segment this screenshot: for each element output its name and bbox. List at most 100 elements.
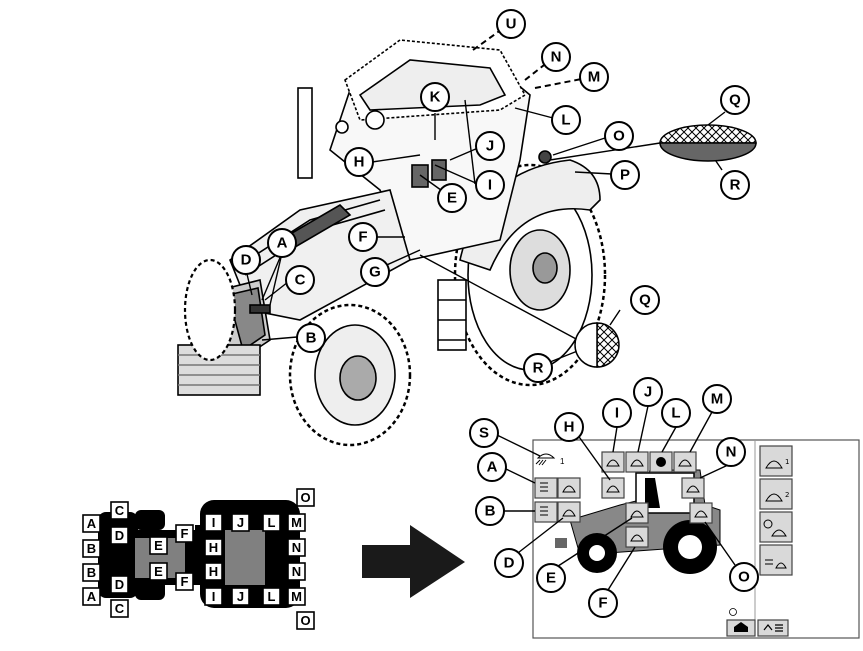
callout-g: G xyxy=(360,257,390,287)
light-button-a2[interactable] xyxy=(557,477,581,499)
menu-button[interactable] xyxy=(757,619,789,637)
svg-text:J: J xyxy=(644,384,652,401)
sidebar-light-1-button[interactable]: 1 xyxy=(759,445,793,477)
light-button-h[interactable] xyxy=(601,477,625,499)
svg-text:J: J xyxy=(486,138,494,155)
map-box-n-bottom: N xyxy=(287,562,306,581)
callout-p: P xyxy=(610,160,640,190)
map-box-f-bottom: F xyxy=(175,572,194,591)
display-callout-l: L xyxy=(661,398,691,428)
svg-text:L: L xyxy=(671,405,680,422)
map-box-j-top: J xyxy=(231,513,250,532)
svg-text:L: L xyxy=(561,112,570,129)
light-position-map: A B B A C D D C E E F F I H H I J J L L … xyxy=(82,488,315,630)
sidebar-light-combo-button[interactable] xyxy=(759,544,793,576)
callout-d: D xyxy=(231,245,261,275)
display-callout-e: E xyxy=(536,563,566,593)
svg-text:1: 1 xyxy=(785,458,789,466)
svg-text:I: I xyxy=(212,515,216,530)
light-button-l[interactable] xyxy=(649,451,673,473)
light-button-n[interactable] xyxy=(681,477,705,499)
map-box-f-top: F xyxy=(175,524,194,543)
svg-text:O: O xyxy=(300,613,310,628)
callout-q-top: Q xyxy=(720,85,750,115)
svg-text:N: N xyxy=(726,444,737,461)
svg-text:K: K xyxy=(430,89,441,106)
sidebar-timer-light-button[interactable] xyxy=(759,511,793,543)
display-callout-a: A xyxy=(477,452,507,482)
light-button-i[interactable] xyxy=(601,451,625,473)
svg-text:H: H xyxy=(354,154,365,171)
sidebar-light-2-button[interactable]: 2 xyxy=(759,478,793,510)
map-box-o-bottom: O xyxy=(296,611,315,630)
svg-text:F: F xyxy=(598,595,607,612)
svg-text:O: O xyxy=(613,128,625,145)
callout-i: I xyxy=(475,170,505,200)
svg-text:H: H xyxy=(209,564,218,579)
map-box-n-top: N xyxy=(287,538,306,557)
map-box-c-top: C xyxy=(110,501,129,520)
map-box-o-top: O xyxy=(296,488,315,507)
light-button-m[interactable] xyxy=(673,451,697,473)
callout-m: M xyxy=(579,62,609,92)
light-button-d[interactable] xyxy=(557,501,581,523)
svg-text:N: N xyxy=(292,564,301,579)
light-button-j[interactable] xyxy=(625,451,649,473)
svg-text:D: D xyxy=(115,528,124,543)
svg-text:A: A xyxy=(487,459,498,476)
svg-text:A: A xyxy=(277,235,288,252)
svg-text:A: A xyxy=(87,516,97,531)
light-button-a[interactable] xyxy=(534,477,558,499)
svg-text:P: P xyxy=(620,167,630,184)
map-box-j-bottom: J xyxy=(231,587,250,606)
svg-text:E: E xyxy=(154,564,163,579)
svg-text:I: I xyxy=(488,177,492,194)
light-button-o[interactable] xyxy=(689,502,713,524)
map-box-d-top: D xyxy=(110,526,129,545)
map-box-c-bottom: C xyxy=(110,599,129,618)
svg-text:D: D xyxy=(504,555,515,572)
svg-text:M: M xyxy=(291,515,302,530)
display-callout-h: H xyxy=(554,412,584,442)
map-box-b-bottom: B xyxy=(82,563,101,582)
svg-text:E: E xyxy=(546,570,556,587)
tractor-illustration xyxy=(177,39,607,447)
map-box-i-top: I xyxy=(204,513,223,532)
display-callout-f: F xyxy=(588,588,618,618)
svg-text:H: H xyxy=(564,419,575,436)
map-box-b-top: B xyxy=(82,539,101,558)
callout-l: L xyxy=(551,105,581,135)
map-box-h-top: H xyxy=(204,538,223,557)
map-box-m-top: M xyxy=(287,513,306,532)
svg-text:U: U xyxy=(506,16,517,33)
map-box-h-bottom: H xyxy=(204,562,223,581)
light-button-b[interactable] xyxy=(534,501,558,523)
svg-text:O: O xyxy=(300,490,310,505)
callout-b: B xyxy=(296,323,326,353)
callout-e: E xyxy=(437,183,467,213)
svg-text:I: I xyxy=(212,589,216,604)
map-box-a-top: A xyxy=(82,514,101,533)
svg-text:C: C xyxy=(115,601,125,616)
display-callout-j: J xyxy=(633,377,663,407)
display-callout-m: M xyxy=(702,384,732,414)
callout-c: C xyxy=(285,265,315,295)
home-button[interactable] xyxy=(726,619,756,637)
light-button-f[interactable] xyxy=(625,526,649,548)
callout-f: F xyxy=(348,222,378,252)
svg-text:I: I xyxy=(615,405,619,422)
svg-text:Q: Q xyxy=(639,292,651,309)
svg-text:M: M xyxy=(291,589,302,604)
hazard-circle-lower xyxy=(574,322,620,368)
callout-r-lower: R xyxy=(523,353,553,383)
svg-text:Q: Q xyxy=(729,92,741,109)
svg-text:M: M xyxy=(588,69,601,86)
callout-a: A xyxy=(267,228,297,258)
svg-text:R: R xyxy=(730,177,741,194)
callout-u: U xyxy=(496,9,526,39)
svg-text:J: J xyxy=(237,515,244,530)
svg-text:F: F xyxy=(358,229,367,246)
arrow-right-icon xyxy=(362,525,465,598)
svg-text:L: L xyxy=(268,589,276,604)
